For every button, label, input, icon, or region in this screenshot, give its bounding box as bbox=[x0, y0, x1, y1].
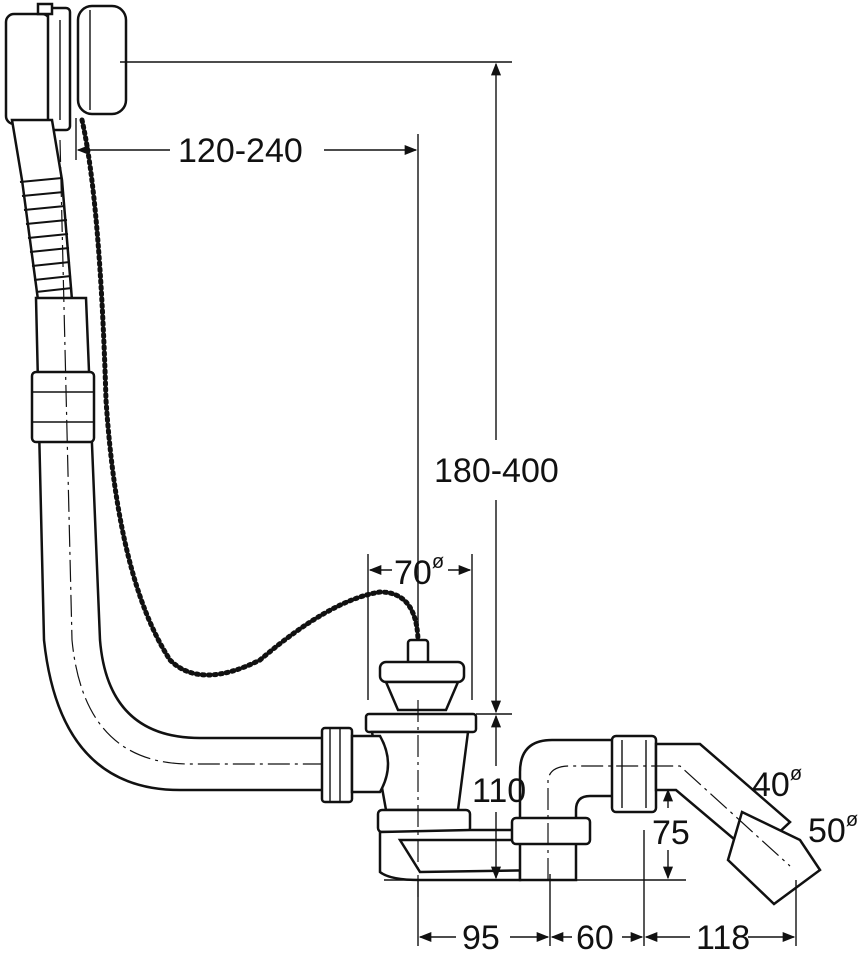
dimension-lines bbox=[75, 61, 797, 946]
overflow-pipe bbox=[30, 139, 410, 792]
dim-offset-95: 95 bbox=[462, 919, 500, 953]
plug-chain bbox=[79, 117, 421, 678]
dim-plug-diameter: 70ø bbox=[394, 551, 444, 592]
dim-outlet-inner-diameter: 40ø bbox=[752, 763, 802, 804]
dim-offset-118: 118 bbox=[696, 919, 750, 953]
dim-outlet-outer-diameter: 50ø bbox=[808, 809, 858, 850]
diameter-symbol: ø bbox=[432, 551, 444, 573]
dim-offset-60: 60 bbox=[576, 919, 614, 953]
overflow-head bbox=[4, 2, 128, 132]
dim-drain-height: 110 bbox=[472, 772, 526, 810]
drain-plug bbox=[378, 638, 466, 712]
overflow-connector bbox=[320, 726, 390, 804]
trap-siphon bbox=[510, 734, 822, 906]
dim-overflow-height: 180-400 bbox=[434, 452, 559, 490]
diameter-symbol: ø bbox=[846, 809, 858, 831]
dim-outlet-height: 75 bbox=[652, 814, 690, 852]
diameter-symbol: ø bbox=[790, 763, 802, 785]
dim-chain-span: 120-240 bbox=[178, 132, 303, 170]
